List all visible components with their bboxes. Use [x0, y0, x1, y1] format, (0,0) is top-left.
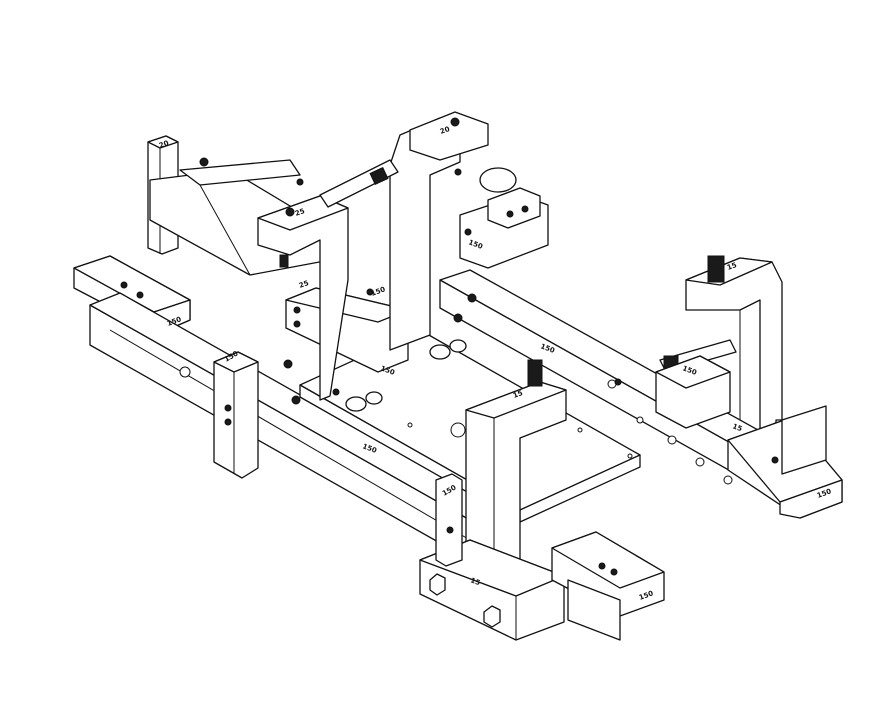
rear-clamp-spindle: [319, 159, 399, 208]
bolt: [291, 395, 301, 405]
dim-label: 15: [731, 422, 743, 433]
left-end-block: [73, 255, 191, 334]
wing-knob-center: [429, 339, 467, 360]
left-c-arm: [257, 195, 349, 401]
dim-label: 25: [294, 207, 306, 218]
front-c-arm: [465, 359, 567, 591]
front-right-block: [551, 531, 665, 641]
dim-label: 20: [439, 125, 451, 136]
bolt: [283, 359, 293, 369]
dim-label: 25: [298, 279, 310, 290]
bolt: [453, 313, 463, 323]
dim-label: 150: [370, 285, 387, 298]
wing-knob-left: [345, 391, 383, 412]
bolt: [332, 388, 340, 396]
center-upright-block: [285, 287, 409, 373]
rear-toggle-clamp: [459, 167, 549, 269]
dim-label: 15: [469, 576, 481, 587]
rear-c-arm: [389, 111, 489, 351]
bolt: [296, 178, 304, 186]
front-left-upright: [213, 351, 259, 479]
right-side-block: [781, 405, 827, 475]
front-rail-post: [435, 473, 463, 567]
dim-label: 15: [726, 261, 738, 272]
bolt: [467, 293, 477, 303]
dim-label: 20: [158, 139, 170, 150]
dim-label: 15: [512, 389, 524, 400]
bolt: [366, 288, 374, 296]
bolt: [199, 157, 209, 167]
right-base-block: [655, 355, 731, 429]
bolt: [454, 168, 462, 176]
